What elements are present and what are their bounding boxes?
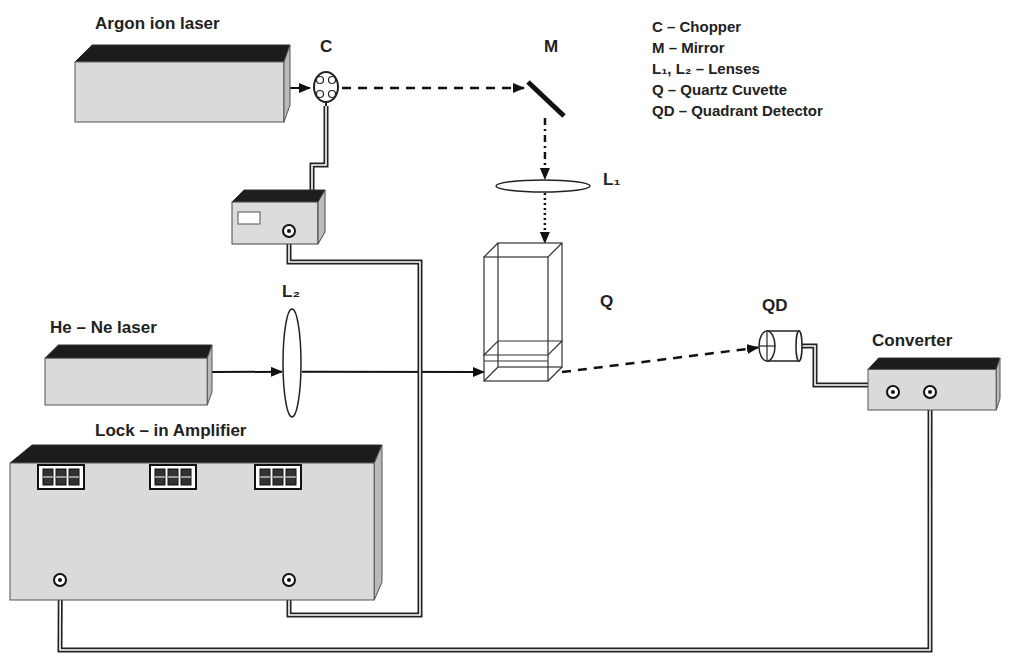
- device-label: QD: [762, 296, 788, 316]
- lens-symbol: [283, 309, 301, 417]
- terminal-pin: [928, 390, 932, 394]
- detector-body: [759, 331, 802, 361]
- laser-beam: [290, 88, 310, 89]
- key-entry: Q – Quartz Cuvette: [652, 81, 787, 99]
- chopper-wheel: [314, 72, 338, 102]
- laser-beam: [544, 193, 545, 243]
- laser-beam: [302, 371, 484, 372]
- box-front: [868, 369, 996, 410]
- terminal-pin: [287, 578, 291, 582]
- laser-beam: [212, 371, 282, 372]
- key-entry: L₁, L₂ – Lenses: [652, 60, 760, 78]
- device-label: He – Ne laser: [50, 318, 157, 338]
- mirror: M: [524, 80, 566, 118]
- beam-path: [290, 87, 310, 89]
- chopper-slot: [317, 77, 324, 84]
- device-label: M: [544, 37, 558, 57]
- box-front: [45, 358, 207, 405]
- beam-path: [212, 371, 282, 373]
- box-side: [374, 445, 382, 600]
- device-label: Converter: [872, 331, 952, 351]
- laser-beam: [544, 118, 545, 179]
- beam-path: [342, 87, 524, 90]
- lens: L₂: [282, 308, 302, 418]
- device-label: Q: [600, 292, 613, 312]
- terminal: [283, 574, 295, 586]
- shape-outline: [310, 70, 342, 106]
- box-top: [45, 345, 212, 358]
- box-side: [207, 345, 212, 405]
- shape-outline: [495, 179, 591, 193]
- lens-symbol: [496, 180, 590, 192]
- cuvette-outline: [484, 243, 562, 381]
- terminal: [924, 386, 936, 398]
- chopper-stem: [325, 102, 327, 106]
- shape-outline: [524, 80, 566, 118]
- digital-display: [255, 465, 301, 489]
- argon-laser: Argon ion laser: [75, 45, 290, 122]
- cable-inner: [802, 346, 868, 385]
- chopper-slot: [329, 91, 336, 98]
- box-top: [868, 358, 1000, 369]
- mirror-symbol: [528, 82, 564, 116]
- shape-outline: [45, 345, 212, 405]
- chopper-slot: [317, 91, 324, 98]
- converter-box: Converter: [868, 358, 1000, 410]
- chopper-controller: [232, 190, 325, 244]
- signal-cable: [802, 346, 868, 385]
- laser-beam: [562, 348, 758, 372]
- beam-path: [544, 118, 547, 179]
- shape-outline: [758, 330, 802, 362]
- hene-laser: He – Ne laser: [45, 345, 212, 405]
- shape-outline: [10, 445, 382, 600]
- shape-outline: [484, 243, 562, 381]
- digital-display: [150, 465, 196, 489]
- lock-in-amplifier: Lock – in Amplifier: [10, 445, 382, 600]
- box-top: [75, 45, 290, 62]
- box-front: [75, 62, 284, 122]
- box-side: [284, 45, 290, 122]
- beam-path: [302, 371, 484, 373]
- shape-outline: [868, 358, 1000, 410]
- shape-outline: [75, 45, 290, 122]
- key-entry: C – Chopper: [652, 18, 741, 36]
- terminal: [54, 574, 66, 586]
- chopper: C: [310, 70, 342, 106]
- chopper-slot: [329, 77, 336, 84]
- device-label: Argon ion laser: [95, 14, 220, 34]
- shape-outline: [282, 308, 302, 418]
- device-label: L₂: [282, 282, 300, 302]
- quadrant-detector: QD: [758, 330, 802, 362]
- key-entry: M – Mirror: [652, 39, 725, 57]
- device-label: C: [320, 37, 332, 57]
- box-front: [10, 463, 374, 600]
- quartz-cuvette: Q: [484, 243, 562, 381]
- box-side: [996, 358, 1000, 410]
- laser-beam: [342, 87, 524, 88]
- device-label: Lock – in Amplifier: [95, 421, 246, 441]
- device-label: L₁: [603, 170, 620, 190]
- terminal-pin: [891, 390, 895, 394]
- terminal-pin: [58, 578, 62, 582]
- box-top: [10, 445, 382, 463]
- cable-outer: [802, 346, 868, 385]
- terminal: [887, 386, 899, 398]
- lens: L₁: [495, 179, 591, 193]
- beam-path: [544, 193, 547, 243]
- key-entry: QD – Quadrant Detector: [652, 102, 823, 120]
- digital-display: [38, 465, 84, 489]
- beam-path: [562, 348, 758, 372]
